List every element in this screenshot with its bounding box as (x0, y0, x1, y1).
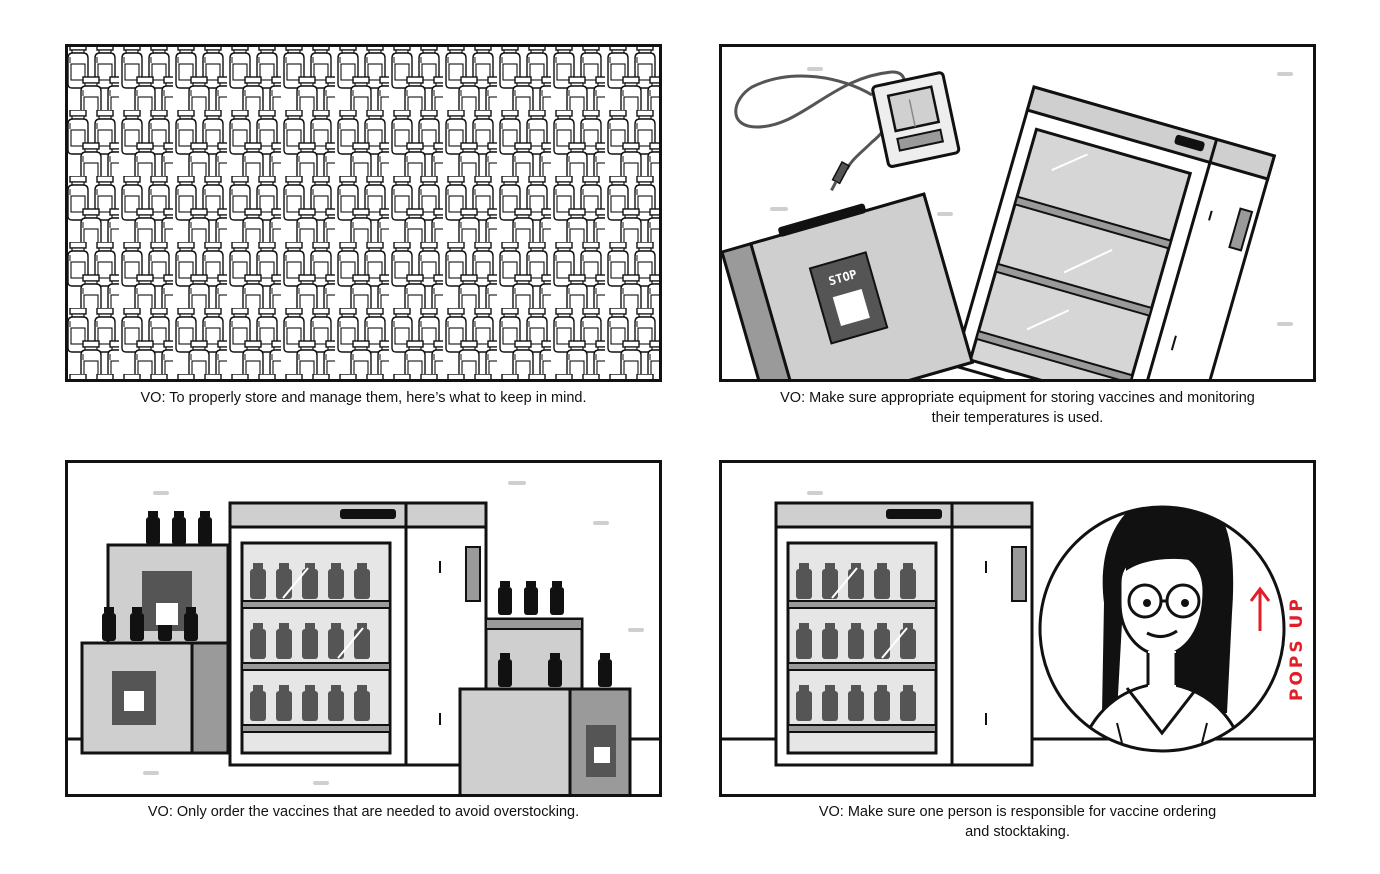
panel-fridge-and-person: POPS UP (719, 460, 1316, 797)
pops-up-annotation: POPS UP (1287, 596, 1307, 701)
caption-line: VO: Make sure one person is responsible … (818, 804, 1217, 820)
responsible-person-avatar (1038, 505, 1286, 753)
caption-line: VO: Make sure appropriate equipment for … (780, 390, 1255, 406)
vaccine-fridge (952, 85, 1277, 379)
caption-panel-2: VO: Make sure appropriate equipment for … (719, 388, 1316, 428)
panel-vial-pattern (65, 44, 662, 382)
panel-fridge-and-boxes (65, 460, 662, 797)
equipment-illustration: STOP (722, 67, 1293, 379)
overstock-illustration (68, 481, 659, 794)
responsible-person-illustration (722, 491, 1313, 767)
caption-line: their temperatures is used. (931, 410, 1104, 426)
vaccine-fridge (774, 501, 1034, 767)
vial-pattern-illustration (68, 47, 659, 379)
temperature-monitor (871, 71, 961, 168)
caption-panel-3: VO: Only order the vaccines that are nee… (65, 802, 662, 822)
vaccine-fridge (228, 501, 488, 767)
caption-line: and stocktaking. (965, 824, 1070, 840)
cooler-box: STOP (722, 192, 974, 379)
caption-panel-4: VO: Make sure one person is responsible … (719, 802, 1316, 842)
caption-line: VO: To properly store and manage them, h… (140, 390, 587, 406)
caption-line: VO: Only order the vaccines that are nee… (147, 804, 580, 820)
panel-fridge-and-cooler: STOP (719, 44, 1316, 382)
arrow-up-icon (1249, 586, 1271, 631)
caption-panel-1: VO: To properly store and manage them, h… (65, 388, 662, 408)
